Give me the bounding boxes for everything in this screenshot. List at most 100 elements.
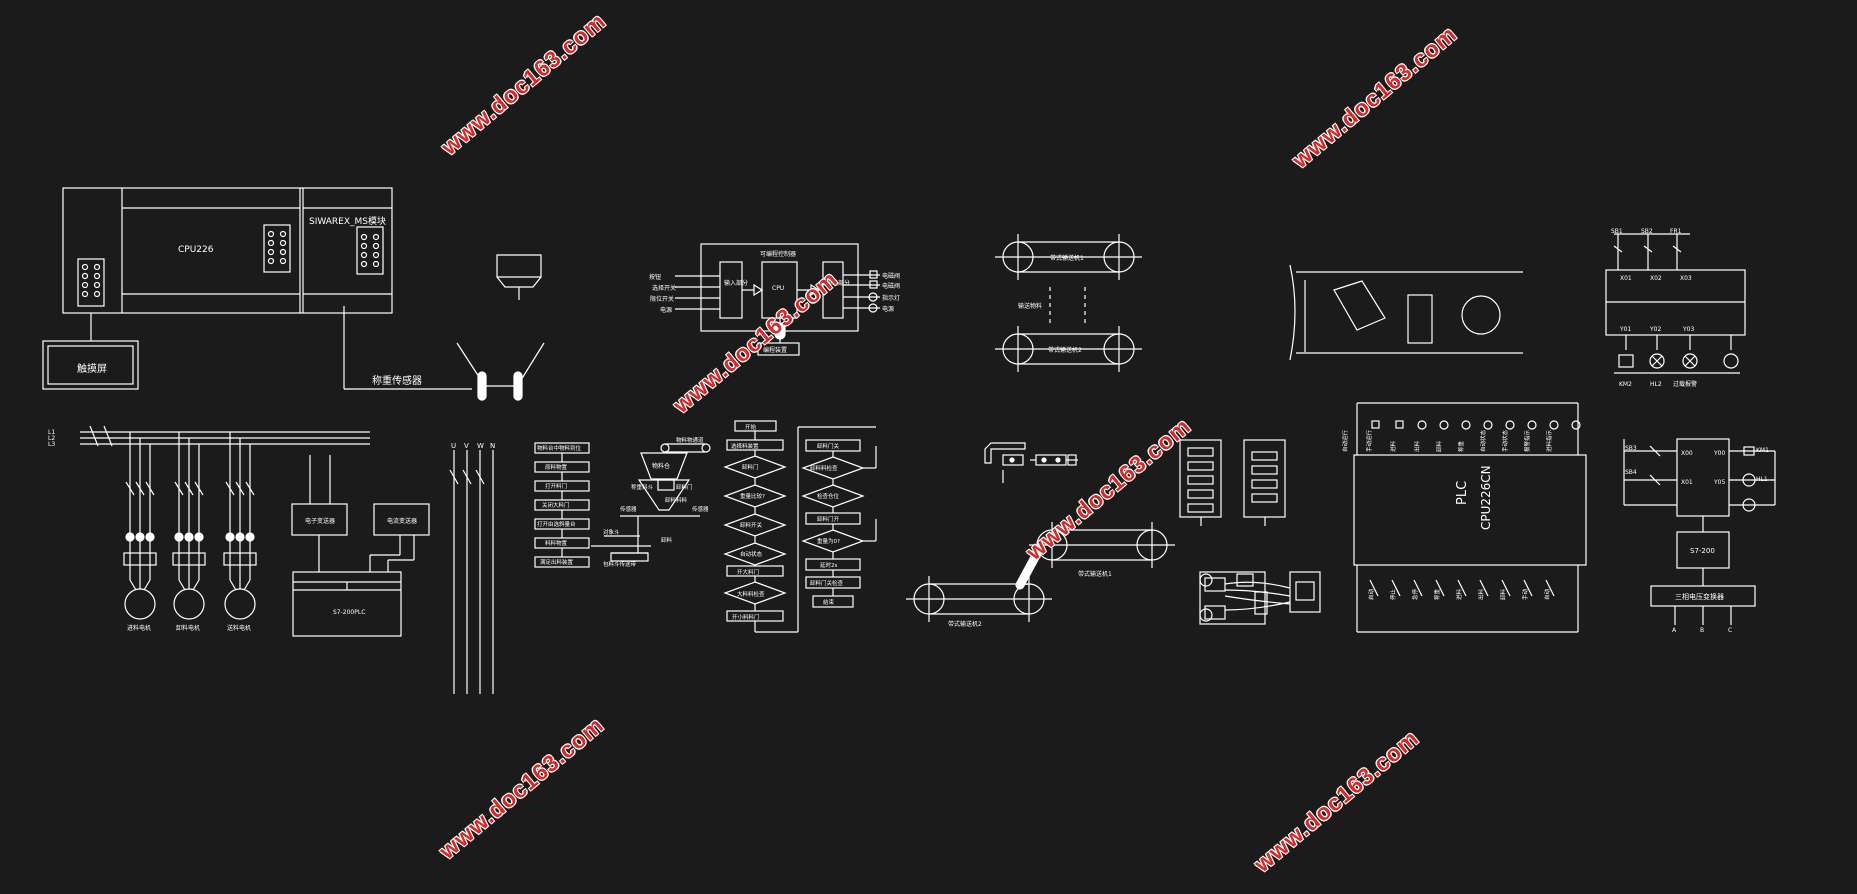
plc-bottom-label: 出料	[1477, 588, 1485, 600]
flow-mid-step: 卸料门	[742, 463, 759, 471]
phase-label: L2	[48, 435, 55, 442]
touch-screen-label: 触摸屏	[77, 362, 107, 375]
flow-left-step: 物料台中物料到位	[537, 444, 582, 452]
relay-terminal: X03	[1680, 275, 1692, 282]
cpu-unit-label: CPU	[772, 285, 784, 292]
flow-mid-step: 开大料门	[737, 568, 759, 576]
hopper-label: 称重料斗	[631, 483, 654, 491]
controller-input: 限位开关	[650, 295, 674, 303]
relay-load: KM2	[1619, 381, 1632, 388]
controller-input: 按钮	[649, 273, 661, 281]
flow-left-step: 打开料门	[545, 482, 567, 490]
flow-left-step: 满足出料装置	[540, 558, 574, 566]
ctrl2-phase: A	[1672, 627, 1677, 634]
plc-bottom-label: 称重	[1433, 588, 1441, 600]
flow-left	[534, 442, 590, 568]
hopper-label: 传感器	[620, 505, 637, 513]
flow-mid-step: 卸料开关	[740, 521, 763, 529]
relay-input-label: FR1	[1670, 228, 1682, 235]
output-unit-label: 输出部分	[826, 279, 850, 287]
switch-diagram	[984, 442, 1078, 483]
flow-left-step: 关闭大料门	[542, 501, 570, 509]
ctrl2-x: X00	[1681, 450, 1693, 457]
ctrl2-x: X01	[1681, 479, 1693, 486]
flow-right	[801, 439, 877, 608]
plc-top-labels: 自动运行 手动运行 进料 出料 卸料 称重 自动状态 手动状态 报警指示 进料指…	[1341, 429, 1553, 452]
flow-mid-step: 开小料料门	[732, 613, 760, 621]
ctrl2-load: KM1	[1756, 447, 1769, 454]
controller-output: 电磁阀	[882, 272, 900, 280]
bus-label: U	[451, 442, 456, 450]
flow-right-step: 卸料料检查	[810, 464, 838, 472]
phase-label: L3	[48, 441, 55, 448]
relay-terminal: Y01	[1619, 326, 1631, 333]
flow-mid	[723, 420, 876, 633]
plc-bottom-label: 停止	[1389, 588, 1397, 600]
flow-mid-step: 大料料检查	[737, 590, 765, 598]
relay-terminal: X01	[1620, 275, 1632, 282]
hopper-bottom-label: 对象斗	[603, 528, 620, 536]
conveyor-bottom	[906, 522, 1175, 622]
plc-brand: PLC	[1455, 481, 1470, 505]
ctrl2-phase: C	[1728, 627, 1732, 634]
plc-bottom-label: 自动	[1543, 588, 1551, 600]
ctrl2-cpu: S7-200	[1690, 547, 1715, 555]
ctrl2-sb: SB3	[1625, 445, 1637, 452]
conveyor-lower-label: 带式输送机2	[1048, 346, 1082, 354]
relay-terminal: X02	[1650, 275, 1662, 282]
flow-mid-step: 选择料装置	[731, 442, 759, 450]
flow-right-step: 检查仓位	[817, 492, 840, 500]
ctrl2-transformer: 三相电压变换器	[1675, 592, 1724, 601]
relay-load: 过载报警	[1673, 380, 1697, 388]
conveyor-middle-label: 输送物料	[1018, 302, 1042, 310]
plc-top-label: 出料	[1413, 440, 1421, 452]
plc-bottom-label: 手动	[1521, 588, 1529, 600]
flow-right-step: 卸料门开	[817, 515, 840, 523]
control-circuit-2	[1623, 438, 1776, 625]
motor-label: 进料电机	[127, 624, 151, 632]
inverter-label: 电子变送器	[305, 517, 335, 525]
section-drawing	[1289, 264, 1523, 361]
ctrl2-y: Y00	[1713, 450, 1725, 457]
power-circuit	[80, 425, 370, 620]
ctrl2-sb: SB4	[1625, 469, 1637, 476]
hopper-bin-label: 物料仓	[652, 462, 670, 470]
ctrl2-phase: B	[1700, 627, 1704, 634]
plc-top-label: 称重	[1457, 440, 1465, 452]
flow-right-step: 卸料门关检查	[810, 579, 844, 587]
relay-input-label: SB2	[1641, 228, 1653, 235]
plc-top-label: 卸料	[1435, 440, 1443, 452]
flow-right-step: 重量为0?	[817, 537, 840, 545]
controller-output: 指示灯	[882, 294, 900, 302]
plc-model: CPU226CN	[1479, 465, 1493, 530]
conveyor-bottom-right-label: 带式输送机1	[1078, 570, 1112, 578]
controller-diagram	[675, 243, 880, 356]
controller-output: 电磁阀	[882, 282, 900, 290]
plc-top-label: 手动状态	[1501, 429, 1509, 452]
small-plc-label: S7-200PLC	[333, 609, 365, 616]
inverter-block	[291, 455, 430, 637]
sensor-label: 称重传感器	[372, 374, 422, 387]
hopper-label: 卸料门	[676, 483, 693, 491]
flow-right-step: 结束	[823, 598, 835, 606]
flow-mid-step: 自动状态	[740, 550, 763, 558]
flow-mid-step: 开始	[745, 423, 757, 431]
hopper-label: 卸料	[661, 536, 673, 544]
flow-right-step: 卸料门关	[817, 442, 840, 450]
wiring-harness	[1199, 571, 1321, 625]
controller-input: 电源	[660, 306, 672, 314]
hopper-label: 传感器	[692, 505, 709, 513]
plc-bottom-labels: 启动 停止 急停 称重 进料 出料 卸料 手动 自动	[1367, 588, 1551, 600]
relay-circuit	[1605, 233, 1746, 374]
input-unit-label: 输入部分	[724, 279, 748, 287]
plc-top-label: 报警指示	[1523, 429, 1531, 452]
hopper-belt-label: 包料斗传送带	[603, 560, 637, 568]
plc-bottom-label: 启动	[1367, 588, 1375, 600]
plc-top-label: 自动运行	[1341, 429, 1349, 452]
relay-terminal: Y03	[1682, 326, 1694, 333]
ctrl2-y: Y05	[1713, 479, 1725, 486]
inverter-label: 电流变送器	[387, 517, 417, 525]
plc-rack	[42, 187, 545, 401]
bus-label: V	[464, 442, 469, 450]
